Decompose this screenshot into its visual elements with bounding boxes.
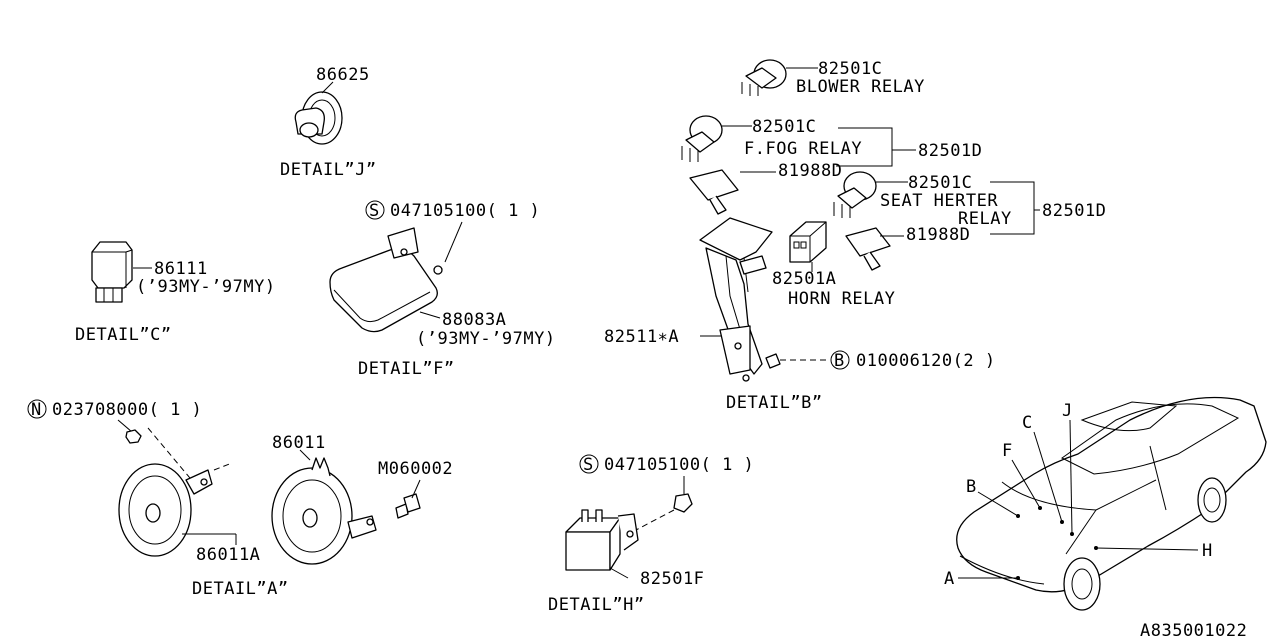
diagram-code: A835001022 [1140, 621, 1247, 640]
screw-m060002 [395, 493, 421, 519]
part-number-seat-bracket: 81988D [906, 225, 970, 245]
part-number-fog-bracket: 81988D [778, 161, 842, 181]
fog-relay-name: F.FOG RELAY [744, 139, 862, 159]
part-number-bracket: 82511∗A [604, 327, 679, 347]
bolt-code-letter-h: S [583, 455, 594, 475]
detail-a-label: DETAIL”A” [192, 579, 289, 599]
bolt-code-circle-b [830, 350, 850, 370]
bolt-code-circle-s [365, 200, 385, 220]
detail-j-label: DETAIL”J” [280, 160, 377, 180]
locator-j: J [1062, 401, 1073, 421]
bolt-icon [673, 493, 693, 513]
detail-b: 82501C BLOWER RELAY 82501C F.FOG RELAY 8… [604, 59, 1106, 413]
part-number-blower-relay: 82501C [818, 59, 882, 79]
nut-icon [125, 429, 142, 444]
detail-f: S 047105100( 1 ) 88083A (’93MY-’97MY) DE… [329, 200, 556, 379]
fog-bracket-icon [689, 169, 739, 215]
detail-a: N 023708000( 1 ) 86011A 86011 [27, 399, 453, 599]
horn-relay-icon [789, 221, 827, 263]
part-number-86625: 86625 [316, 65, 370, 85]
seat-relay-name-line2: RELAY [958, 209, 1012, 229]
part-number-horn-relay: 82501A [772, 269, 836, 289]
part-88083a-module [329, 227, 443, 333]
part-86625-bulb-socket [294, 91, 343, 145]
part-number-m060002: M060002 [378, 459, 453, 479]
part-number-seat-relay: 82501C [908, 173, 972, 193]
horn-relay-name: HORN RELAY [788, 289, 895, 309]
detail-c: 86111 (’93MY-’97MY) DETAIL”C” [75, 241, 276, 345]
locator-b: B [966, 477, 977, 497]
bolt-number-010006120: 010006120(2 ) [856, 351, 996, 371]
bolt-code-letter-b: B [834, 351, 845, 371]
blower-relay-icon [741, 59, 787, 96]
nut-code-letter: N [31, 400, 42, 420]
years-86111: (’93MY-’97MY) [136, 277, 276, 297]
detail-f-label: DETAIL”F” [358, 359, 455, 379]
bolt-number-047105100: 047105100( 1 ) [390, 201, 540, 221]
part-86111-relay [91, 241, 133, 303]
part-number-88083a: 88083A [442, 310, 506, 330]
fog-relay-icon [681, 115, 723, 162]
detail-j: 86625 DETAIL”J” [280, 65, 377, 180]
part-number-86011a: 86011A [196, 545, 260, 565]
bolt-code-letter: S [369, 201, 380, 221]
part-number-86011: 86011 [272, 433, 326, 453]
locator-c: C [1022, 413, 1033, 433]
locator-a: A [944, 569, 955, 589]
part-number-fog-group: 82501D [918, 141, 982, 161]
part-number-86111: 86111 [154, 259, 208, 279]
years-88083a: (’93MY-’97MY) [416, 329, 556, 349]
horn-86011a [118, 462, 233, 557]
seat-bracket-icon [845, 227, 891, 271]
nut-code-circle-n [27, 399, 47, 419]
part-82501f-relay [565, 509, 639, 571]
part-number-fog-relay: 82501C [752, 117, 816, 137]
car-body-icon [956, 396, 1267, 611]
detail-h-label: DETAIL”H” [548, 595, 645, 615]
detail-b-label: DETAIL”B” [726, 393, 823, 413]
bolt-number-047105100-h: 047105100( 1 ) [604, 455, 754, 475]
blower-relay-name: BLOWER RELAY [796, 77, 925, 97]
nut-number-023708000: 023708000( 1 ) [52, 400, 202, 420]
locator-h: H [1202, 541, 1213, 561]
bolt-code-circle-s-h [579, 454, 599, 474]
detail-c-label: DETAIL”C” [75, 325, 172, 345]
horn-86011 [271, 457, 377, 565]
relay-bracket-icon [699, 217, 773, 382]
part-number-seat-group: 82501D [1042, 201, 1106, 221]
part-number-82501f: 82501F [640, 569, 704, 589]
seat-heater-relay-icon [833, 171, 877, 218]
seat-relay-name-line1: SEAT HERTER [880, 191, 998, 211]
detail-h: S 047105100( 1 ) 82501F DETAIL”H” [548, 454, 754, 615]
bracket-bolt-icon [765, 353, 781, 369]
locator-f: F [1002, 441, 1013, 461]
car-locator: A B C F J H [944, 396, 1267, 611]
